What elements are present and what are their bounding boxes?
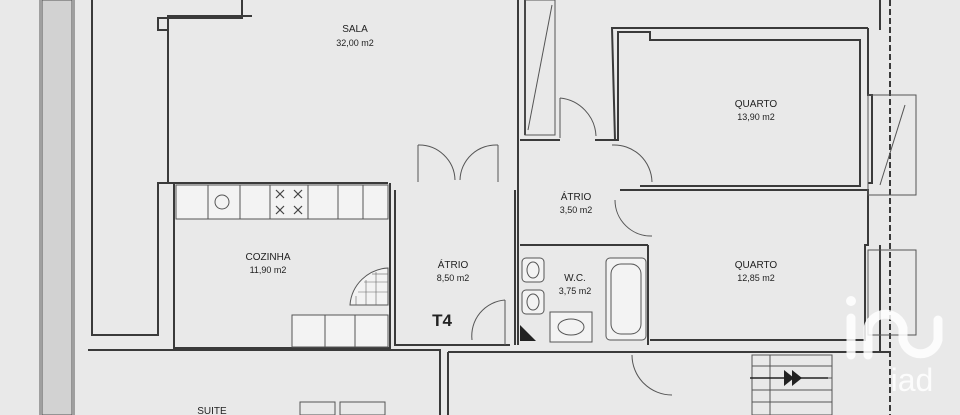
room-name: W.C. (564, 273, 586, 284)
room-label-sala: SALA 32,00 m2 (336, 24, 374, 48)
door-swings (417, 97, 673, 396)
walls (88, 0, 891, 415)
unit-type-label: T4 (432, 311, 452, 330)
watermark-brand: iad (891, 362, 934, 398)
window-recess (867, 94, 917, 336)
room-name: ÁTRIO (438, 258, 469, 271)
room-label-atrio-small: ÁTRIO 3,50 m2 (560, 190, 593, 215)
room-area: 8,50 m2 (437, 273, 470, 283)
wc-fixtures (520, 257, 647, 343)
cooktop-icon (275, 189, 303, 215)
room-area: 3,75 m2 (559, 286, 592, 296)
room-area: 3,50 m2 (560, 205, 593, 215)
room-name: QUARTO (735, 99, 778, 110)
suite-furniture (299, 401, 386, 415)
kitchen-counter (175, 184, 389, 348)
logo-dot (846, 296, 856, 306)
room-area: 11,90 m2 (250, 265, 287, 275)
room-label-wc: W.C. 3,75 m2 (559, 273, 592, 296)
sliding-door (524, 0, 556, 136)
room-name: COZINHA (246, 252, 291, 263)
room-label-quarto-1: QUARTO 13,90 m2 (735, 99, 778, 122)
room-area: 12,85 m2 (737, 273, 775, 283)
room-area: 32,00 m2 (336, 38, 374, 48)
room-label-atrio-main: ÁTRIO 8,50 m2 (437, 258, 470, 283)
room-label-cozinha: COZINHA 11,90 m2 (246, 252, 291, 275)
room-name: SUITE (197, 406, 227, 415)
arrow-right-icon (750, 370, 828, 386)
room-label-quarto-2: QUARTO 12,85 m2 (735, 260, 778, 283)
room-name: ÁTRIO (561, 190, 592, 203)
room-name: SALA (342, 24, 368, 35)
kitchen-tiles (349, 267, 389, 306)
room-area: 13,90 m2 (737, 112, 775, 122)
exterior-wall (39, 0, 75, 415)
imo-logo-icon (846, 309, 943, 360)
room-label-suite: SUITE (197, 406, 227, 415)
room-name: QUARTO (735, 260, 778, 271)
